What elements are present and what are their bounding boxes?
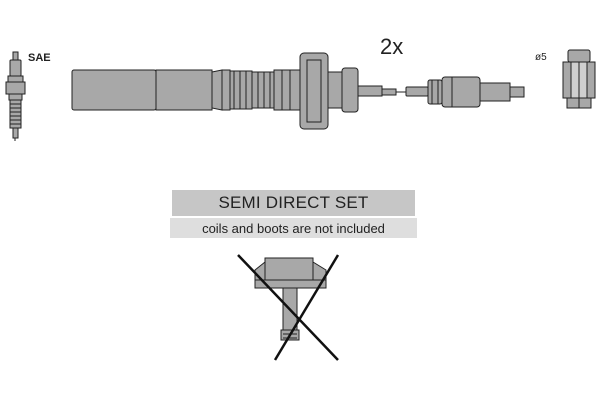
- banner-title: SEMI DIRECT SET: [172, 190, 415, 216]
- diameter-label: ø5: [535, 52, 547, 63]
- quantity-label: 2x: [380, 34, 404, 59]
- terminal-connector-icon: [562, 49, 596, 109]
- standard-label: SAE: [28, 52, 51, 64]
- spark-plug-icon: [5, 51, 26, 141]
- ignition-lead-icon: [71, 52, 525, 130]
- banner-note: coils and boots are not included: [170, 218, 417, 238]
- ignition-coil-crossed-icon: [237, 254, 340, 361]
